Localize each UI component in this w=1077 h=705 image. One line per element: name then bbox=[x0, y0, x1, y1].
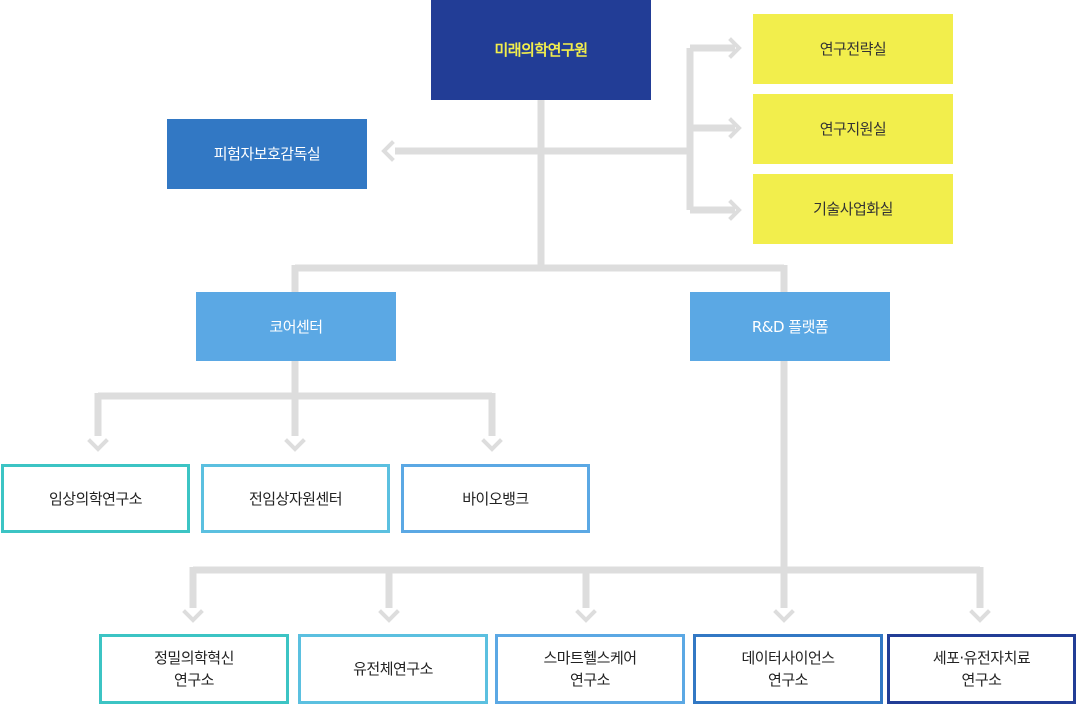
core-unit-node: 임상의학연구소 bbox=[1, 464, 190, 533]
arrow-down-icon bbox=[284, 438, 306, 452]
rd-unit-node: 세포·유전자치료 연구소 bbox=[887, 634, 1076, 704]
arrow-down-icon bbox=[481, 438, 503, 452]
division-node: R&D 플랫폼 bbox=[690, 292, 890, 361]
arrow-down-icon bbox=[773, 609, 795, 623]
division-node: 코어센터 bbox=[196, 292, 396, 361]
rd-unit-label-line2: 연구소 bbox=[961, 671, 1002, 689]
arrow-left-icon bbox=[381, 140, 395, 162]
division-label: 코어센터 bbox=[269, 317, 323, 336]
root-node: 미래의학연구원 bbox=[431, 0, 651, 100]
core-unit-label: 전임상자원센터 bbox=[248, 489, 343, 508]
arrow-right-icon bbox=[728, 117, 742, 139]
core-unit-node: 전임상자원센터 bbox=[201, 464, 390, 533]
rd-unit-label-line1: 스마트헬스케어 bbox=[543, 649, 637, 667]
arrow-right-icon bbox=[728, 199, 742, 221]
arrow-down-icon bbox=[378, 609, 400, 623]
arrow-down-icon bbox=[87, 438, 109, 452]
rd-unit-label-line1: 세포·유전자치료 bbox=[932, 649, 1031, 667]
rd-unit-label-line1: 유전체연구소 bbox=[353, 660, 433, 678]
rd-unit-label-line2: 연구소 bbox=[768, 671, 808, 689]
arrow-down-icon bbox=[575, 609, 597, 623]
division-label: R&D 플랫폼 bbox=[751, 317, 829, 336]
rd-unit-node: 정밀의학혁신 연구소 bbox=[99, 634, 289, 704]
arrow-down-icon bbox=[969, 609, 991, 623]
core-unit-label: 임상의학연구소 bbox=[48, 489, 143, 508]
rd-unit-node: 스마트헬스케어 연구소 bbox=[495, 634, 685, 704]
root-label: 미래의학연구원 bbox=[494, 41, 588, 59]
rd-unit-label-line2: 연구소 bbox=[174, 671, 214, 689]
right-office-label: 연구전략실 bbox=[819, 40, 887, 58]
right-office-label: 연구지원실 bbox=[819, 120, 887, 138]
right-office-node: 연구전략실 bbox=[753, 14, 953, 84]
right-office-node: 연구지원실 bbox=[753, 94, 953, 164]
left-office-node: 피험자보호감독실 bbox=[167, 119, 367, 189]
rd-unit-label-line1: 정밀의학혁신 bbox=[154, 649, 234, 667]
core-unit-label: 바이오뱅크 bbox=[462, 489, 529, 508]
rd-unit-node: 데이터사이언스 연구소 bbox=[693, 634, 883, 704]
arrow-down-icon bbox=[182, 609, 204, 623]
arrow-right-icon bbox=[728, 37, 742, 59]
right-office-node: 기술사업화실 bbox=[753, 174, 953, 244]
left-office-label: 피험자보호감독실 bbox=[213, 145, 321, 163]
rd-unit-label-line2: 연구소 bbox=[570, 671, 610, 689]
right-office-label: 기술사업화실 bbox=[813, 200, 893, 218]
core-unit-node: 바이오뱅크 bbox=[401, 464, 590, 533]
rd-unit-node: 유전체연구소 bbox=[298, 634, 488, 704]
rd-unit-label-line1: 데이터사이언스 bbox=[741, 649, 835, 667]
